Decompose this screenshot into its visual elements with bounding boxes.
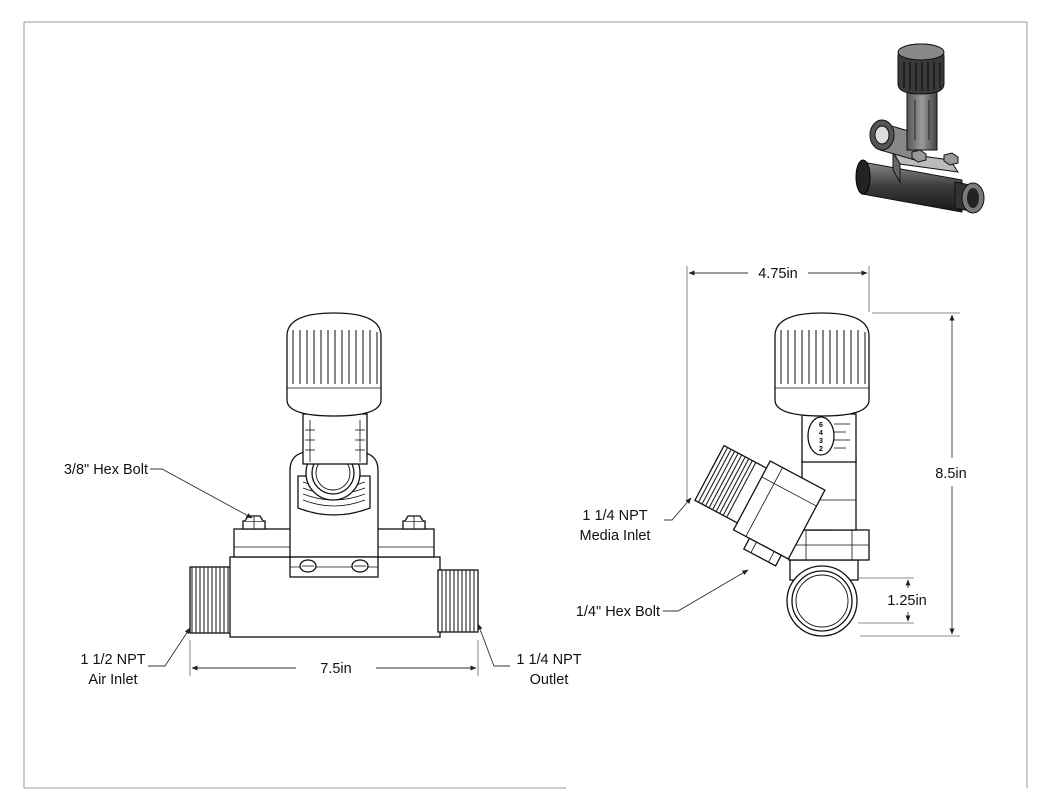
air-inlet-thread (189, 566, 233, 634)
hex-bolt-14-label: 1/4" Hex Bolt (576, 604, 660, 620)
air-inlet-size-label: 1 1/2 NPT (80, 652, 145, 668)
dimension-width: 4.75in (686, 266, 870, 500)
gauge-scale: 6 4 3 2 (819, 422, 823, 453)
media-inlet-name-label: Media Inlet (580, 528, 651, 544)
gauge-mark-3: 3 (819, 438, 823, 445)
hex-bolt-38-label: 3/8" Hex Bolt (64, 462, 148, 478)
side-stem (801, 413, 857, 463)
callout-media-inlet: 1 1/4 NPT Media Inlet (580, 497, 692, 544)
front-view: 7.5in 3/8" Hex Bolt 1 1/2 NPT Air Inlet … (64, 312, 582, 688)
air-inlet-name-label: Air Inlet (88, 672, 137, 688)
hex-bolt-right (402, 515, 426, 530)
media-inlet-angled (694, 444, 826, 567)
callout-air-inlet: 1 1/2 NPT Air Inlet (80, 627, 191, 688)
adjustment-knob-side (774, 312, 870, 417)
outlet-size-label: 1 1/4 NPT (516, 652, 581, 668)
callout-outlet: 1 1/4 NPT Outlet (477, 623, 582, 688)
gauge-mark-4: 4 (819, 430, 823, 437)
adjustment-knob-front (286, 312, 382, 417)
callout-hex-bolt-38: 3/8" Hex Bolt (64, 462, 253, 519)
dimension-height: 8.5in (860, 312, 967, 637)
gauge-mark-6: 6 (819, 422, 823, 429)
hex-bolt-left (242, 515, 266, 530)
isometric-view (855, 43, 985, 214)
outlet-name-label: Outlet (530, 672, 569, 688)
dimension-pipe-diameter: 1.25in (858, 577, 927, 624)
pipe-end (786, 559, 859, 637)
length-label: 7.5in (320, 661, 351, 677)
width-label: 4.75in (758, 266, 798, 282)
gauge-mark-2: 2 (819, 446, 823, 453)
drawing-border (23, 21, 1028, 789)
clamp-screw-left (299, 559, 317, 573)
callout-hex-bolt-14: 1/4" Hex Bolt (576, 569, 749, 620)
pipe-diameter-label: 1.25in (887, 593, 927, 609)
side-view: 6 4 3 2 4.75in (576, 266, 967, 637)
media-inlet-size-label: 1 1/4 NPT (582, 508, 647, 524)
dimension-length: 7.5in (189, 640, 479, 677)
clamp-screw-right (351, 559, 369, 573)
stem (302, 413, 368, 465)
outlet-thread (437, 569, 479, 633)
height-label: 8.5in (935, 466, 966, 482)
